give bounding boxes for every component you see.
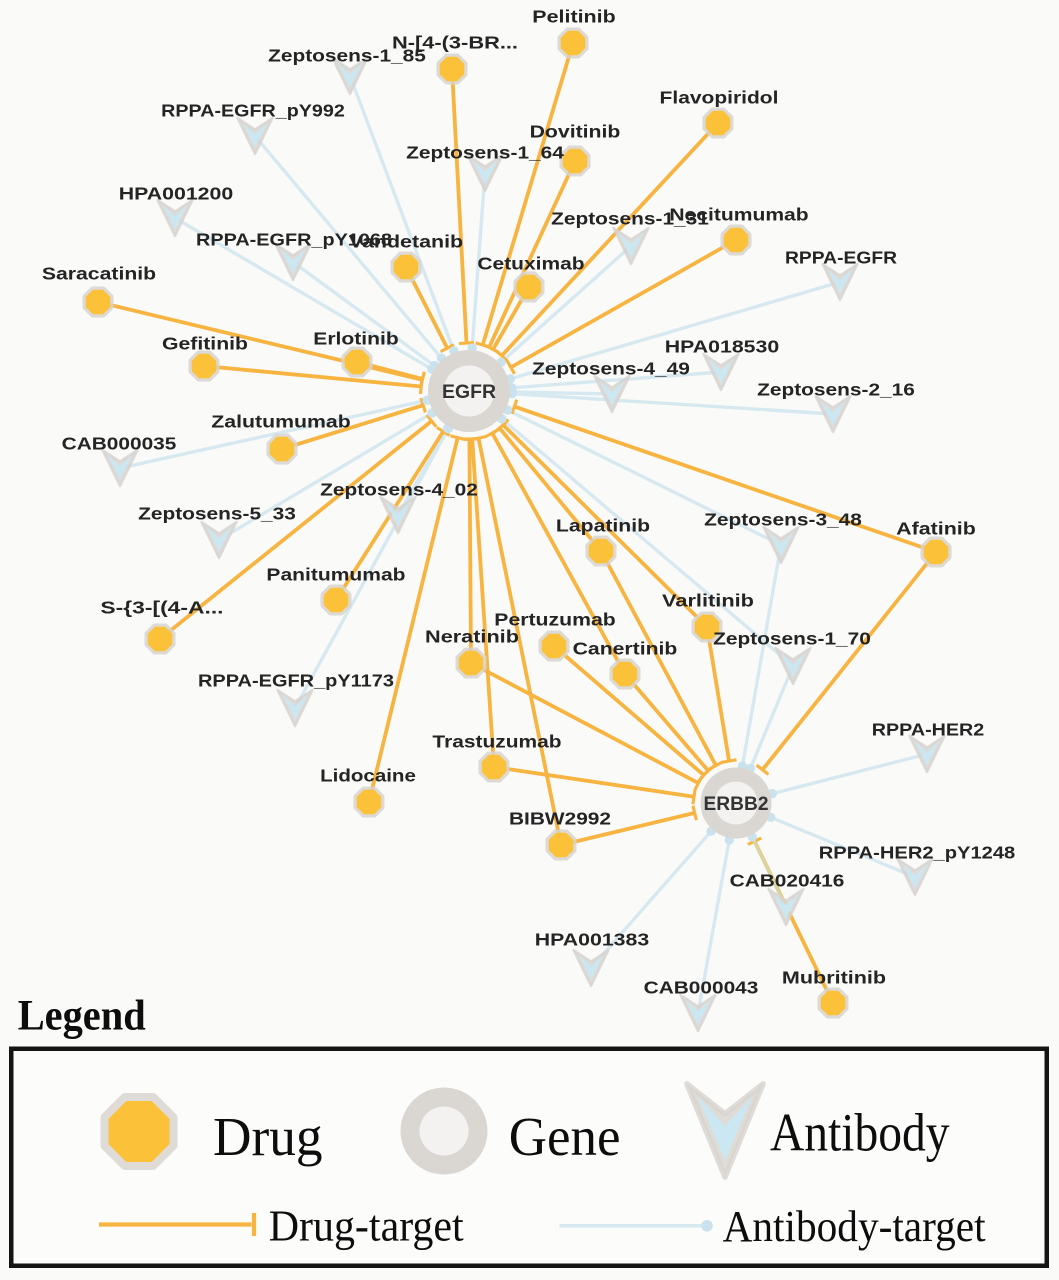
svg-text:CAB020416: CAB020416 [730, 870, 845, 890]
svg-text:EGFR: EGFR [442, 381, 496, 403]
svg-text:Zeptosens-5_33: Zeptosens-5_33 [138, 503, 296, 523]
svg-text:Zalutumumab: Zalutumumab [211, 411, 351, 431]
svg-text:Varlitinib: Varlitinib [662, 590, 754, 610]
svg-text:RPPA-EGFR_pY992: RPPA-EGFR_pY992 [161, 100, 345, 120]
svg-text:N-[4-(3-BR...: N-[4-(3-BR... [392, 32, 518, 52]
svg-text:CAB000035: CAB000035 [62, 433, 177, 453]
svg-text:Zeptosens-1_70: Zeptosens-1_70 [713, 628, 871, 648]
svg-text:Drug-target: Drug-target [269, 1202, 464, 1251]
svg-text:RPPA-HER2_pY1248: RPPA-HER2_pY1248 [819, 842, 1016, 862]
svg-text:Antibody: Antibody [770, 1103, 950, 1163]
svg-text:RPPA-EGFR: RPPA-EGFR [785, 247, 897, 267]
svg-text:Panitumumab: Panitumumab [266, 564, 405, 584]
svg-text:HPA001200: HPA001200 [119, 183, 234, 203]
svg-text:HPA001383: HPA001383 [535, 929, 650, 949]
svg-text:Legend: Legend [18, 993, 146, 1040]
svg-text:RPPA-EGFR_pY1068: RPPA-EGFR_pY1068 [196, 229, 392, 249]
svg-text:Zeptosens-4_49: Zeptosens-4_49 [532, 358, 690, 378]
svg-text:Flavopiridol: Flavopiridol [660, 87, 779, 107]
svg-text:Saracatinib: Saracatinib [42, 263, 156, 283]
svg-text:Vandetanib: Vandetanib [349, 231, 463, 251]
svg-text:Canertinib: Canertinib [573, 638, 678, 658]
svg-text:ERBB2: ERBB2 [704, 793, 769, 815]
svg-text:Afatinib: Afatinib [896, 518, 976, 538]
svg-text:Trastuzumab: Trastuzumab [432, 731, 561, 751]
svg-text:RPPA-EGFR_pY1173: RPPA-EGFR_pY1173 [198, 670, 394, 690]
svg-text:Cetuximab: Cetuximab [477, 253, 584, 273]
svg-text:Gefitinib: Gefitinib [162, 333, 248, 353]
svg-text:Lidocaine: Lidocaine [320, 765, 416, 785]
svg-text:BIBW2992: BIBW2992 [509, 808, 611, 828]
svg-text:Zeptosens-1_64: Zeptosens-1_64 [406, 142, 564, 162]
svg-text:Necitumumab: Necitumumab [669, 204, 808, 224]
svg-text:RPPA-HER2: RPPA-HER2 [872, 719, 985, 739]
svg-text:S-{3-[(4-A...: S-{3-[(4-A... [100, 597, 223, 617]
svg-text:Zeptosens-3_48: Zeptosens-3_48 [704, 509, 862, 529]
svg-text:Neratinib: Neratinib [425, 626, 519, 646]
svg-text:Drug: Drug [213, 1106, 323, 1167]
svg-text:Dovitinib: Dovitinib [530, 121, 621, 141]
svg-text:Zeptosens-1_31: Zeptosens-1_31 [551, 208, 709, 228]
svg-text:Antibody-target: Antibody-target [723, 1202, 986, 1251]
svg-text:Pertuzumab: Pertuzumab [494, 609, 616, 629]
svg-text:Lapatinib: Lapatinib [556, 515, 650, 535]
svg-text:Zeptosens-1_85: Zeptosens-1_85 [268, 45, 426, 65]
svg-text:Mubritinib: Mubritinib [782, 967, 886, 987]
svg-text:CAB000043: CAB000043 [644, 977, 759, 997]
svg-text:HPA018530: HPA018530 [665, 336, 780, 356]
svg-text:Zeptosens-4_02: Zeptosens-4_02 [320, 479, 478, 499]
svg-text:Pelitinib: Pelitinib [532, 6, 616, 26]
svg-text:Gene: Gene [509, 1106, 621, 1167]
svg-text:Zeptosens-2_16: Zeptosens-2_16 [757, 379, 915, 399]
svg-text:Erlotinib: Erlotinib [313, 328, 399, 348]
